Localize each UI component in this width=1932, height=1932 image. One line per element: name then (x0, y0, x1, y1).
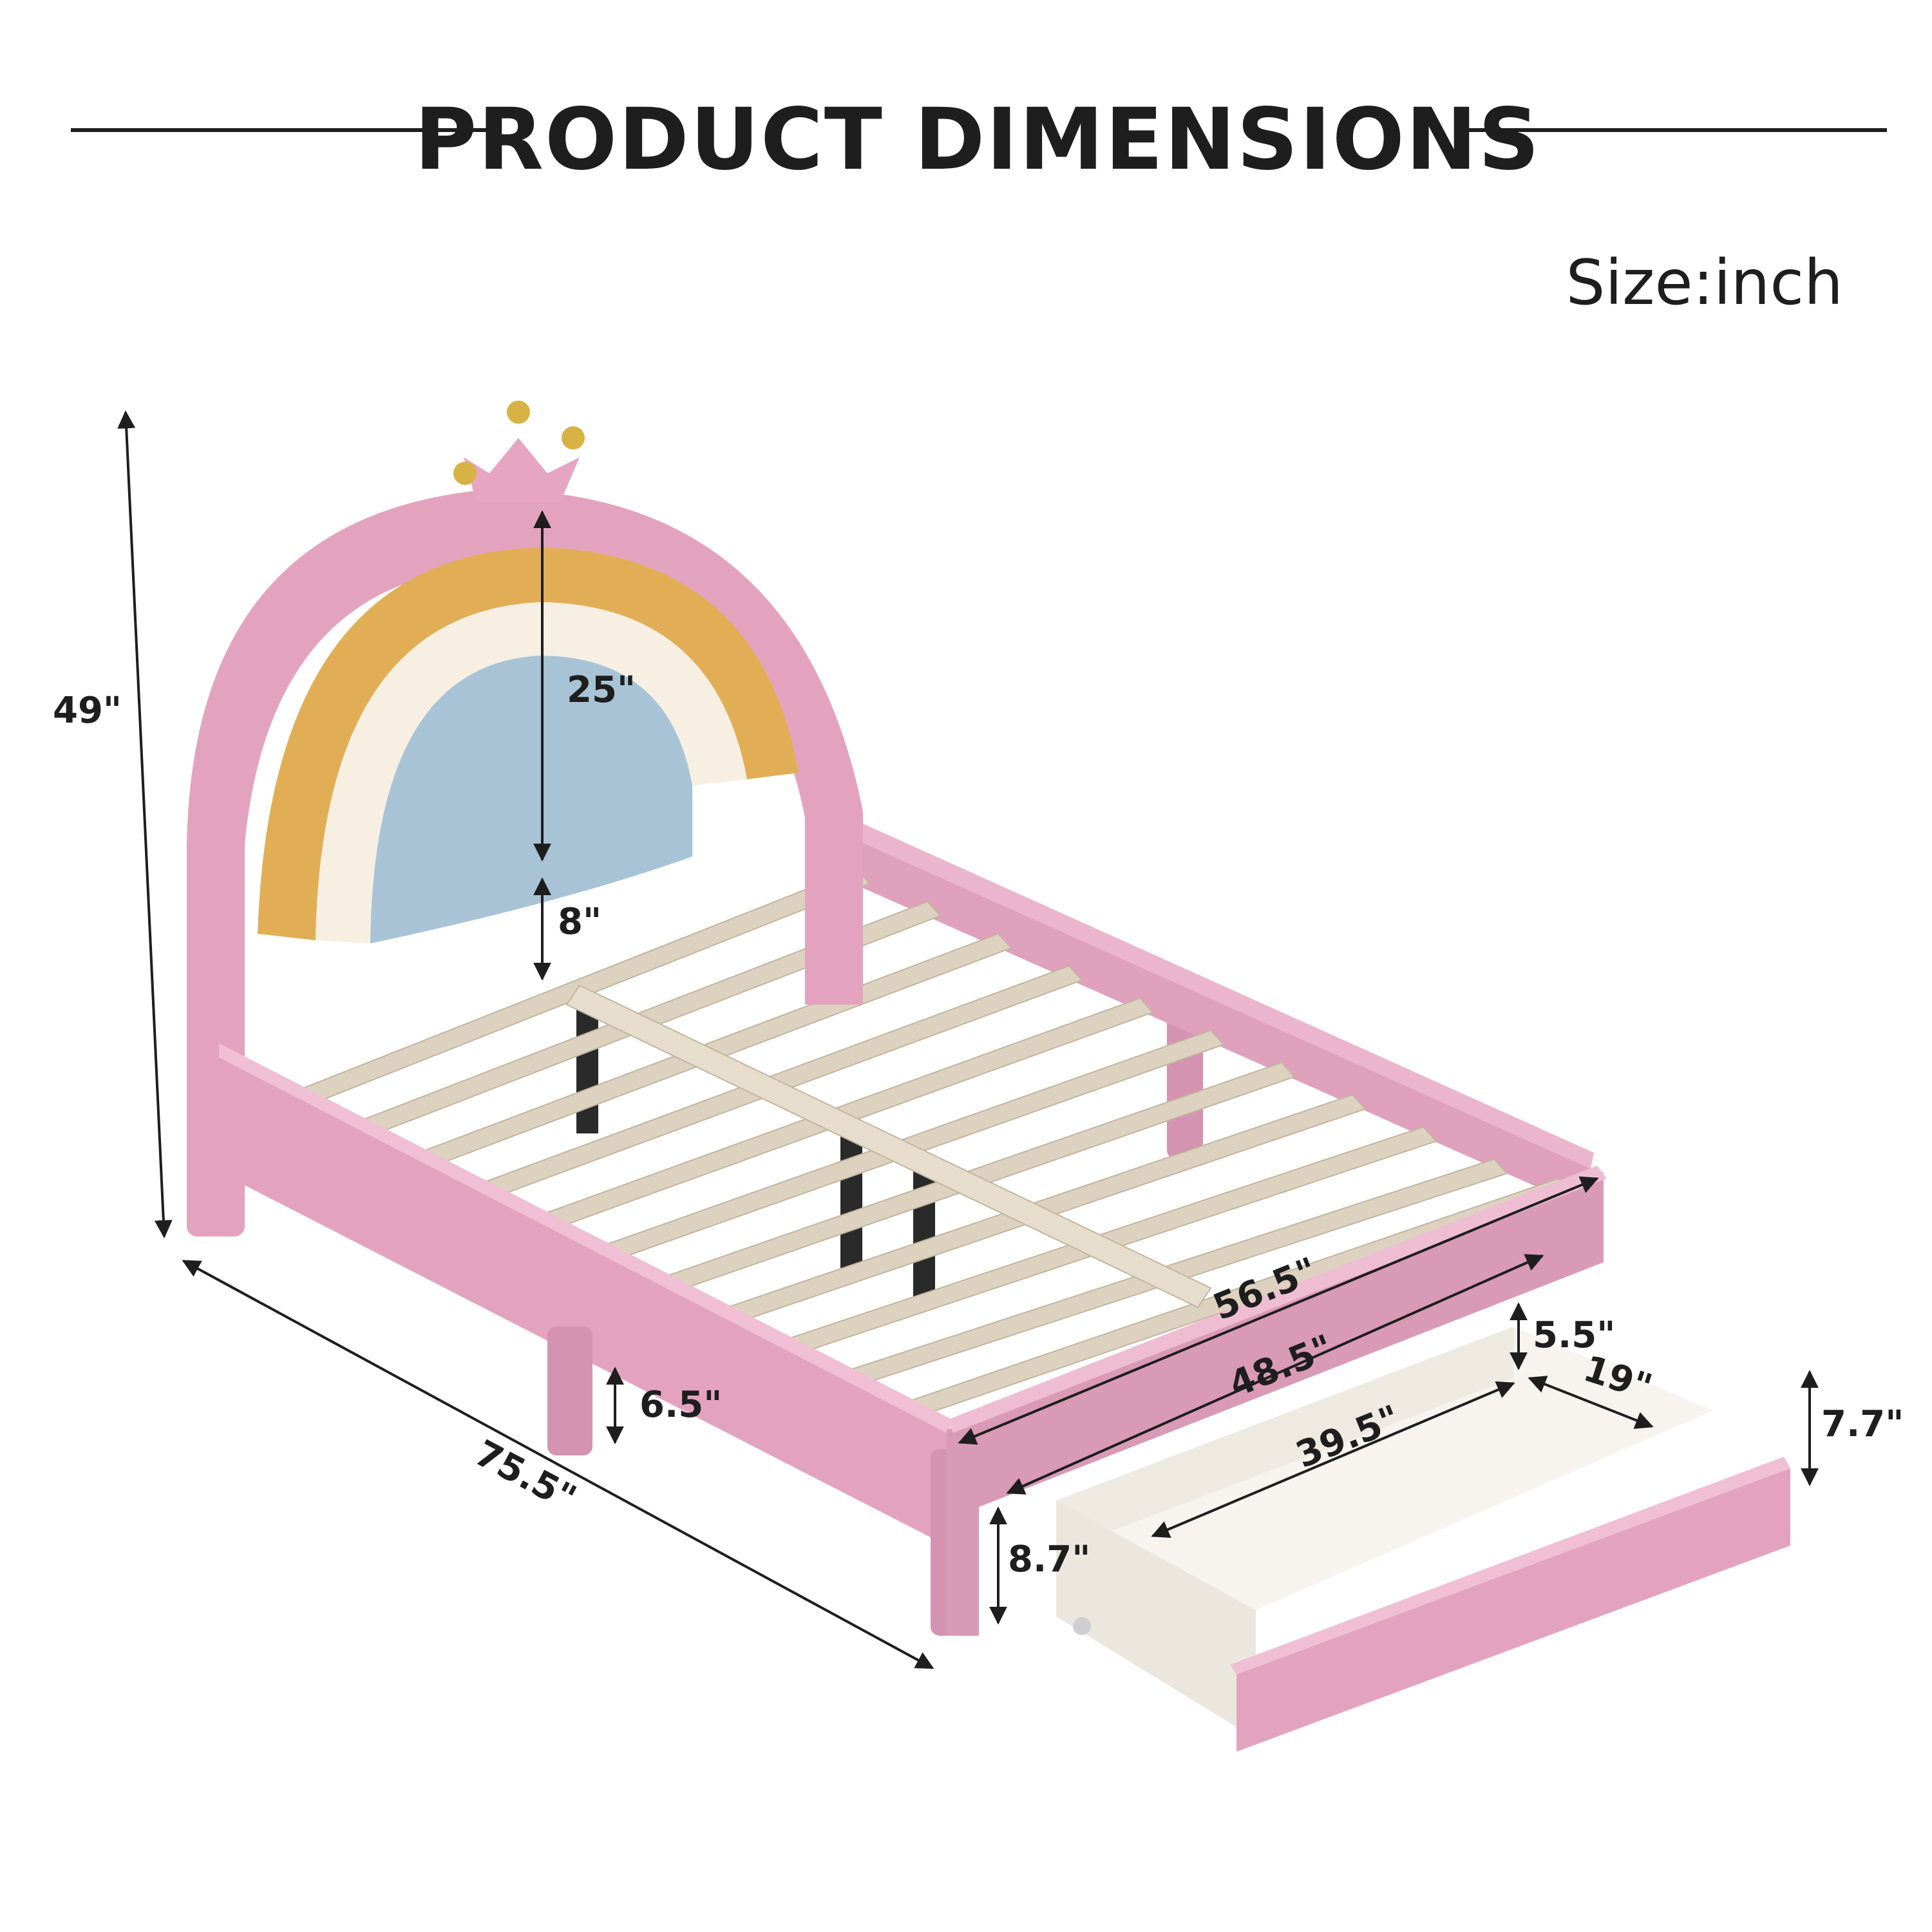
dim-line-drawer-length (1151, 1381, 1515, 1539)
dim-line-inner-width (1006, 1254, 1544, 1495)
headboard (187, 489, 863, 1236)
drawer-front-top (1230, 1457, 1790, 1674)
crown-ball-left (453, 462, 477, 485)
label-drawer-inner-height: 5.5" (1533, 1314, 1615, 1356)
crown-ornament (453, 401, 585, 502)
crown-ball-center (507, 401, 530, 424)
drawer-caster (1073, 1617, 1091, 1635)
front-leg-left (547, 1327, 592, 1455)
side-rail-far-top (850, 818, 1594, 1169)
label-leg-clearance: 6.5" (639, 1384, 722, 1426)
bed-illustration (187, 401, 1790, 1752)
page-title: PRODUCT DIMENSIONS (415, 90, 1541, 189)
rainbow-cream (316, 602, 747, 943)
units-label: Size:inch (1566, 247, 1843, 319)
center-support-leg-3 (913, 1159, 935, 1307)
side-rail-far (850, 831, 1591, 1211)
rainbow-gold (258, 547, 799, 940)
label-headboard-panel-height: 25" (567, 669, 636, 711)
label-drawer-front-height: 7.7" (1821, 1403, 1904, 1445)
dim-line-drawer-depth (1528, 1376, 1654, 1429)
label-overall-height: 49" (53, 690, 122, 732)
rainbow-blue (370, 656, 692, 943)
crown-body (464, 438, 580, 502)
drawer-left-wall (1056, 1501, 1256, 1739)
label-drawer-side-height: 8.7" (1008, 1539, 1090, 1580)
dimension-lines (117, 410, 1819, 1669)
dim-line-overall-length (182, 1260, 934, 1669)
drawer-front (1236, 1468, 1790, 1752)
crown-ball-right (562, 426, 585, 450)
label-headboard-gap: 8" (558, 901, 601, 943)
dim-line-overall-height (117, 410, 173, 1238)
